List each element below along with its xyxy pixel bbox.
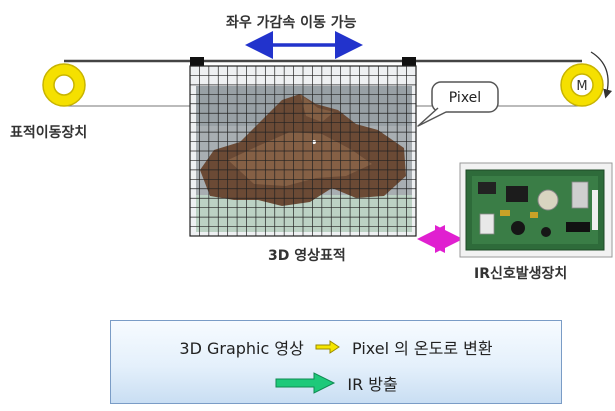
target-screen-frame xyxy=(189,65,417,237)
ir-emission-arrow-icon xyxy=(275,372,336,394)
motor-label: M xyxy=(576,79,587,94)
screen-mount-right xyxy=(402,57,416,67)
left-device-label: 표적이동장치 xyxy=(10,125,88,141)
target-label-prefix: 3D xyxy=(268,248,290,264)
screen-mount-left xyxy=(190,57,204,67)
target-label-suffix: 영상표적 xyxy=(289,248,346,264)
summary-line-1: 3D Graphic 영상 Pixel 의 온도로 변환 xyxy=(111,335,561,359)
summary-box: 3D Graphic 영상 Pixel 의 온도로 변환 IR 방출 xyxy=(110,320,562,404)
ir-board-image xyxy=(459,162,613,258)
target-label: 3D 영상표적 xyxy=(268,245,346,265)
ir-label: IR신호발생장치 xyxy=(474,263,567,283)
pixel-callout-label: Pixel xyxy=(449,90,481,106)
motor-pulley-icon xyxy=(560,63,604,107)
rotation-arrow-icon xyxy=(590,51,613,99)
summary-line-1-a: 3D Graphic 영상 xyxy=(179,339,304,358)
ir-label-suffix: 신호발생장치 xyxy=(490,266,568,282)
summary-line-1-b: Pixel 의 온도로 변환 xyxy=(352,339,493,358)
movement-caption: 좌우 가감속 이동 가능 xyxy=(226,15,357,31)
left-pulley-icon xyxy=(42,63,86,107)
summary-line-2-text: IR 방출 xyxy=(347,375,398,394)
summary-line-2: IR 방출 xyxy=(111,371,561,395)
ir-label-prefix: IR xyxy=(474,266,490,282)
pixel-callout xyxy=(417,81,499,127)
pixel-grid xyxy=(190,66,416,236)
convert-arrow-icon xyxy=(315,340,340,354)
